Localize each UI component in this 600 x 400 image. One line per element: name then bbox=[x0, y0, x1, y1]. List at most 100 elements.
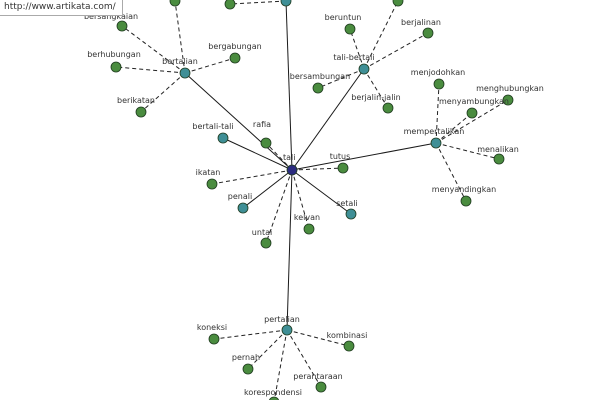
node-rafia[interactable] bbox=[260, 137, 272, 149]
node-tb-top-leaf[interactable] bbox=[392, 0, 404, 7]
node-label-koneksi[interactable]: koneksi bbox=[197, 323, 227, 332]
node-label-mempertalikan[interactable]: mempertalikan bbox=[404, 127, 465, 136]
edge-mempertalikan-to-menyandingkan bbox=[435, 142, 467, 202]
node-label-bertalian[interactable]: bertalian bbox=[162, 57, 198, 66]
node-label-kombinasi[interactable]: kombinasi bbox=[327, 331, 368, 340]
node-layer bbox=[110, 0, 514, 400]
edge-mempertalikan-to-menghubungkan bbox=[435, 99, 509, 144]
node-label-berjalin-jalin[interactable]: berjalin-jalin bbox=[351, 93, 400, 102]
node-top-leaf-a[interactable] bbox=[169, 0, 181, 7]
edge-mempertalikan-to-menalikan bbox=[435, 142, 500, 160]
node-tali[interactable] bbox=[286, 164, 298, 176]
node-label-penali[interactable]: penali bbox=[228, 192, 252, 201]
node-top-hub[interactable] bbox=[280, 0, 292, 7]
node-menjodohkan[interactable] bbox=[433, 78, 445, 90]
edge-pertalian-to-pernah bbox=[247, 329, 288, 370]
node-label-perantaraan[interactable]: perantaraan bbox=[293, 372, 342, 381]
node-label-berikatan[interactable]: berikatan bbox=[117, 96, 155, 105]
node-label-bergabungan[interactable]: bergabungan bbox=[208, 42, 261, 51]
node-label-menalikan[interactable]: menalikan bbox=[477, 145, 519, 154]
edge-tali-to-mempertalikan bbox=[291, 142, 437, 171]
node-bersangkaian[interactable] bbox=[116, 20, 128, 32]
node-setali[interactable] bbox=[345, 208, 357, 220]
edge-pertalian-to-koneksi bbox=[213, 329, 288, 340]
node-perantaraan[interactable] bbox=[315, 381, 327, 393]
node-label-kelvan[interactable]: kelvan bbox=[294, 213, 320, 222]
node-label-pertalian[interactable]: pertalian bbox=[264, 315, 300, 324]
node-label-rafia[interactable]: rafia bbox=[253, 120, 271, 129]
node-mempertalikan[interactable] bbox=[430, 137, 442, 149]
node-kombinasi[interactable] bbox=[343, 340, 355, 352]
node-tali-bertali[interactable] bbox=[358, 63, 370, 75]
node-label-bertali-tali[interactable]: bertali-tali bbox=[192, 122, 233, 131]
node-top-leaf-b[interactable] bbox=[224, 0, 236, 10]
node-berjalin-jalin[interactable] bbox=[382, 102, 394, 114]
edge-tali-bertali-to-berjalin-jalin bbox=[363, 68, 389, 109]
node-label-beruntun[interactable]: beruntun bbox=[325, 13, 362, 22]
node-menyambungkan[interactable] bbox=[466, 107, 478, 119]
node-pertalian[interactable] bbox=[281, 324, 293, 336]
node-label-tali[interactable]: tali bbox=[283, 153, 295, 162]
node-label-ikatan[interactable]: ikatan bbox=[196, 168, 221, 177]
label-layer: tali bertalian tali-bertali mempertalikan pe… bbox=[84, 12, 544, 397]
node-label-pernah[interactable]: pernah bbox=[232, 353, 260, 362]
node-label-menjodohkan[interactable]: menjodohkan bbox=[411, 68, 465, 77]
source-url-label[interactable]: http://www.artikata.com/ bbox=[0, 0, 123, 16]
node-menalikan[interactable] bbox=[493, 153, 505, 165]
edge-tali-to-penali bbox=[242, 169, 293, 209]
edge-pertalian-to-kombinasi bbox=[286, 329, 350, 347]
node-bersambungan[interactable] bbox=[312, 82, 324, 94]
edge-bertalian-to-top-leaf-a bbox=[174, 0, 186, 74]
node-label-setali[interactable]: setali bbox=[336, 199, 358, 208]
node-menyandingkan[interactable] bbox=[460, 195, 472, 207]
node-label-berjalinan[interactable]: berjalinan bbox=[401, 18, 441, 27]
node-label-menyandingkan[interactable]: menyandingkan bbox=[432, 185, 496, 194]
node-pernah[interactable] bbox=[242, 363, 254, 375]
edge-tali-to-ikatan bbox=[211, 169, 293, 185]
edge-tali-bertali-to-berjalinan bbox=[363, 32, 429, 70]
node-bertali-tali[interactable] bbox=[217, 132, 229, 144]
node-korespondensi[interactable] bbox=[268, 396, 280, 400]
node-menghubungkan[interactable] bbox=[502, 94, 514, 106]
node-penali[interactable] bbox=[237, 202, 249, 214]
node-koneksi[interactable] bbox=[208, 333, 220, 345]
edge-tali-to-pertalian bbox=[286, 169, 293, 331]
edge-layer bbox=[115, 0, 509, 400]
node-label-bersangkaian[interactable]: bersangkaian bbox=[84, 12, 138, 21]
edge-pertalian-to-korespondensi bbox=[273, 329, 288, 400]
edge-tali-to-kelvan bbox=[291, 169, 310, 230]
node-label-menyambungkan[interactable]: menyambungkan bbox=[439, 97, 509, 106]
node-bertalian[interactable] bbox=[179, 67, 191, 79]
node-tutus[interactable] bbox=[337, 162, 349, 174]
node-berjalinan[interactable] bbox=[422, 27, 434, 39]
edge-bertalian-to-berhubungan bbox=[115, 66, 186, 74]
edge-tali-to-tali-bertali bbox=[291, 68, 365, 171]
node-untai[interactable] bbox=[260, 237, 272, 249]
edge-tali-to-untai bbox=[265, 169, 293, 244]
node-label-tutus[interactable]: tutus bbox=[330, 152, 351, 161]
node-ikatan[interactable] bbox=[206, 178, 218, 190]
node-kelvan[interactable] bbox=[303, 223, 315, 235]
node-bergabungan[interactable] bbox=[229, 52, 241, 64]
edge-tali-to-bertali-tali bbox=[222, 137, 293, 171]
node-berikatan[interactable] bbox=[135, 106, 147, 118]
edge-tali-to-tutus bbox=[291, 167, 344, 171]
edge-bertalian-to-bergabungan bbox=[184, 57, 236, 74]
edge-bertalian-to-berikatan bbox=[140, 72, 186, 113]
edge-tali-bertali-to-bersambungan bbox=[317, 68, 365, 89]
node-label-korespondensi[interactable]: korespondensi bbox=[244, 388, 302, 397]
edge-tali-to-rafia bbox=[265, 142, 293, 171]
node-label-menghubungkan[interactable]: menghubungkan bbox=[476, 84, 544, 93]
edge-tali-bertali-to-beruntun bbox=[349, 28, 365, 70]
node-berhubungan[interactable] bbox=[110, 61, 122, 73]
edge-tali-to-setali bbox=[291, 169, 352, 215]
node-label-untai[interactable]: untai bbox=[252, 228, 272, 237]
edge-tali-to-top-hub bbox=[285, 0, 293, 171]
edge-tali-to-bertalian bbox=[184, 72, 293, 171]
node-beruntun[interactable] bbox=[344, 23, 356, 35]
node-label-berhubungan[interactable]: berhubungan bbox=[87, 50, 141, 59]
node-label-bersambungan[interactable]: bersambungan bbox=[290, 72, 350, 81]
node-label-tali-bertali[interactable]: tali-bertali bbox=[333, 53, 374, 62]
edge-bertalian-to-bersangkaian bbox=[121, 25, 186, 74]
